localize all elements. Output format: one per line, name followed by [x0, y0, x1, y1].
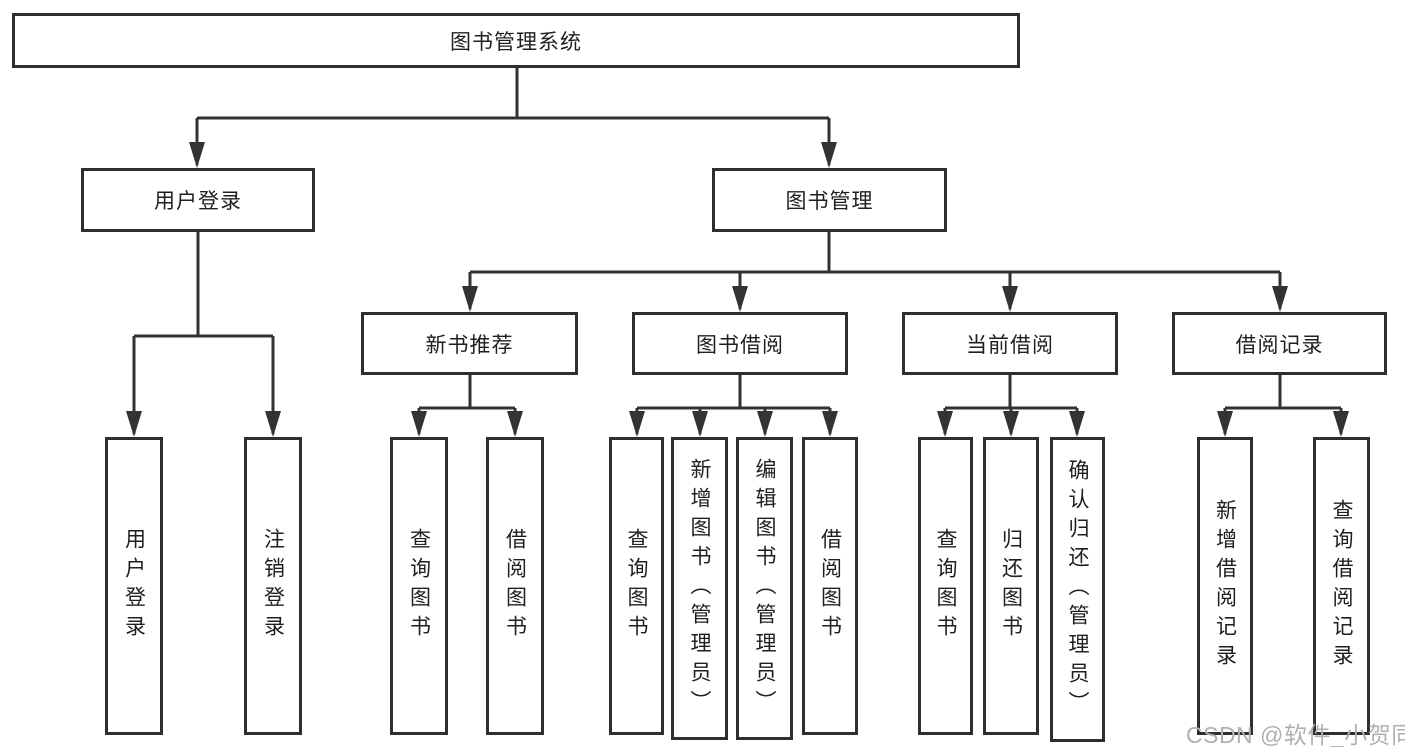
connector-root-split — [197, 68, 829, 120]
leaf-borrowing-edit-books-admin: 编辑图书（管理员） — [736, 437, 793, 740]
node-user-login-branch: 用户登录 — [81, 168, 315, 232]
connector-book-borrow-split — [637, 375, 830, 410]
leaf-borrowing-add-books-admin: 新增图书（管理员） — [671, 437, 728, 740]
node-borrow-records: 借阅记录 — [1172, 312, 1387, 375]
leaf-borrowing-query-books: 查询图书 — [609, 437, 664, 735]
leaf-records-add-record: 新增借阅记录 — [1197, 437, 1253, 735]
leaf-records-query-record: 查询借阅记录 — [1313, 437, 1370, 735]
leaf-current-query-books: 查询图书 — [918, 437, 973, 735]
leaf-user-login: 用户登录 — [105, 437, 163, 735]
leaf-newbook-borrow-books: 借阅图书 — [486, 437, 544, 735]
connector-user-login-split — [134, 232, 273, 338]
leaf-current-confirm-return-admin: 确认归还（管理员） — [1050, 437, 1105, 742]
connector-records-split — [1225, 375, 1341, 410]
connector-book-mgmt-split — [470, 232, 1280, 274]
connector-new-book-split — [419, 375, 515, 410]
node-new-book-recommend: 新书推荐 — [361, 312, 578, 375]
watermark: CSDN @软件_小贺同学 — [1186, 722, 1405, 747]
connector-current-borrow-split — [945, 375, 1077, 410]
node-book-management: 图书管理 — [712, 168, 947, 232]
leaf-borrowing-borrow-books: 借阅图书 — [802, 437, 858, 735]
leaf-logout: 注销登录 — [244, 437, 302, 735]
node-book-borrowing: 图书借阅 — [632, 312, 848, 375]
leaf-current-return-books: 归还图书 — [983, 437, 1039, 735]
leaf-newbook-query-books: 查询图书 — [390, 437, 448, 735]
node-library-management-system: 图书管理系统 — [12, 13, 1020, 68]
node-current-borrowing: 当前借阅 — [902, 312, 1118, 375]
